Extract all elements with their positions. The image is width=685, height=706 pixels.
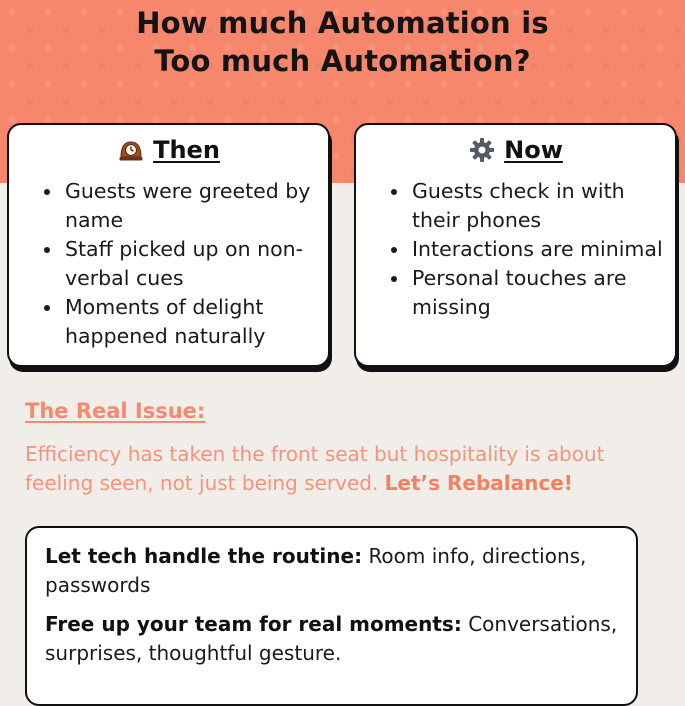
list-item: Personal touches are missing [410, 264, 663, 322]
now-list: Guests check in with their phones Intera… [356, 177, 675, 322]
then-card: Then Guests were greeted by name Staff p… [7, 123, 330, 367]
list-item: Interactions are minimal [410, 235, 663, 264]
now-card-header: Now [356, 133, 675, 167]
then-card-title: Then [153, 136, 220, 164]
issue-heading: The Real Issue: [25, 399, 206, 423]
tip-label: Let tech handle the routine: [45, 544, 363, 568]
then-list: Guests were greeted by name Staff picked… [9, 177, 328, 351]
title-line-2: Too much Automation? [154, 44, 531, 78]
tip-item: Free up your team for real moments: Conv… [45, 610, 618, 668]
list-item: Guests were greeted by name [63, 177, 316, 235]
list-item: Staff picked up on non-verbal cues [63, 235, 316, 293]
list-item: Guests check in with their phones [410, 177, 663, 235]
tip-text: Room info, directions, passwords [45, 544, 587, 597]
tip-text: Conversations, surprises, thoughtful ges… [45, 612, 618, 665]
tip-label: Free up your team for real moments: [45, 612, 462, 636]
now-card-title: Now [504, 136, 563, 164]
tip-item: Let tech handle the routine: Room info, … [45, 542, 618, 600]
issue-text: Efficiency has taken the front seat but … [25, 442, 605, 495]
list-item: Moments of delight happened naturally [63, 293, 316, 351]
page-title: How much Automation is Too much Automati… [0, 4, 685, 80]
now-card: Now Guests check in with their phones In… [354, 123, 677, 367]
tips-card: Let tech handle the routine: Room info, … [25, 526, 638, 706]
then-card-header: Then [9, 133, 328, 167]
title-line-1: How much Automation is [136, 6, 549, 40]
issue-emphasis: Let’s Rebalance! [384, 471, 573, 495]
mantel-clock-icon [117, 136, 145, 164]
gear-icon [468, 136, 496, 164]
issue-paragraph: Efficiency has taken the front seat but … [25, 440, 665, 498]
